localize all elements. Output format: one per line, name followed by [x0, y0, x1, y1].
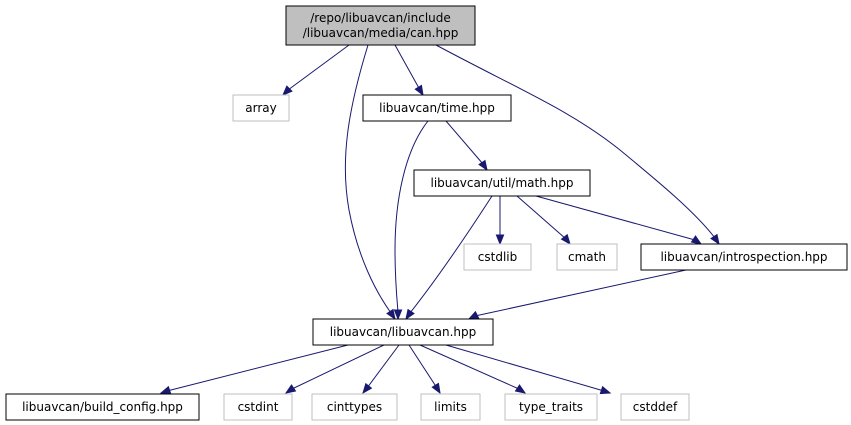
- arrowhead: [282, 85, 293, 96]
- arrowhead: [362, 382, 373, 395]
- edge-libuavcan-to-cstddef: [445, 344, 612, 395]
- node-limits: limits: [420, 393, 481, 421]
- node-cstdint: cstdint: [223, 393, 293, 421]
- node-box: [362, 94, 512, 122]
- edge-time-to-math: [445, 120, 488, 172]
- node-time[interactable]: libuavcan/time.hpp: [362, 94, 512, 122]
- edge-line: [435, 44, 716, 239]
- node-cstddef: cstddef: [620, 393, 690, 421]
- arrowhead: [284, 384, 297, 394]
- node-label: array: [245, 101, 276, 115]
- node-box: [420, 393, 481, 421]
- node-box: [311, 393, 398, 421]
- node-introspection[interactable]: libuavcan/introspection.hpp: [640, 243, 848, 271]
- edge-line: [408, 344, 438, 389]
- edge-line: [445, 344, 605, 392]
- edge-libuavcan-to-type_traits: [419, 344, 527, 394]
- nodes: /repo/libuavcan/include/libuavcan/media/…: [5, 5, 848, 421]
- node-box: [232, 94, 290, 122]
- node-label: libuavcan/time.hpp: [379, 101, 495, 115]
- node-type-traits: type_traits: [504, 393, 598, 421]
- node-box: [620, 393, 690, 421]
- edge-libuavcan-to-build_config: [159, 344, 349, 395]
- edges: [159, 44, 720, 395]
- arrowhead: [414, 84, 424, 97]
- node-box: [504, 393, 598, 421]
- edge-line: [366, 344, 400, 389]
- edge-line: [166, 344, 349, 392]
- node-label: libuavcan/introspection.hpp: [660, 250, 827, 264]
- node-can[interactable]: /repo/libuavcan/include/libuavcan/media/…: [285, 5, 476, 46]
- edge-math-to-cstdlib: [495, 196, 505, 246]
- node-box: [463, 243, 532, 271]
- edge-line: [535, 195, 696, 241]
- node-array: array: [232, 94, 290, 122]
- node-libuavcan[interactable]: libuavcan/libuavcan.hpp: [312, 318, 494, 346]
- arrowhead: [710, 233, 720, 246]
- edge-line: [394, 44, 421, 91]
- node-label: cmath: [568, 250, 606, 264]
- node-box: [223, 393, 293, 421]
- edge-line: [394, 120, 429, 313]
- node-box: [413, 169, 591, 197]
- edge-math-to-cmath: [516, 195, 571, 246]
- edge-libuavcan-to-cinttypes: [362, 344, 400, 395]
- edge-can-to-time: [394, 44, 424, 97]
- node-label: cinttypes: [327, 400, 382, 414]
- edge-line: [287, 44, 350, 91]
- edge-can-to-introspection: [435, 44, 720, 246]
- edge-line: [409, 195, 493, 314]
- node-cinttypes: cinttypes: [311, 393, 398, 421]
- arrowhead: [467, 310, 480, 320]
- edge-introspection-to-libuavcan: [467, 269, 687, 320]
- edge-can-to-array: [282, 44, 350, 96]
- edge-libuavcan-to-cstdint: [284, 344, 385, 394]
- node-label: /repo/libuavcan/include: [310, 11, 451, 25]
- edge-line: [474, 269, 687, 317]
- edge-can-to-libuavcan: [344, 44, 396, 321]
- arrowhead: [159, 385, 172, 395]
- node-box: [556, 243, 618, 271]
- node-box: [640, 243, 848, 271]
- edge-math-to-introspection: [535, 195, 703, 245]
- node-box: [285, 5, 476, 46]
- node-label: limits: [434, 400, 467, 414]
- edge-time-to-libuavcan: [393, 120, 429, 321]
- edge-line: [516, 195, 567, 240]
- node-label: libuavcan/util/math.hpp: [431, 176, 574, 190]
- node-math[interactable]: libuavcan/util/math.hpp: [413, 169, 591, 197]
- node-box: [312, 318, 494, 346]
- node-build-config[interactable]: libuavcan/build_config.hpp: [5, 393, 200, 421]
- node-label: cstddef: [633, 400, 678, 414]
- edge-libuavcan-to-limits: [408, 344, 441, 395]
- arrowhead: [560, 233, 571, 246]
- node-cstdlib: cstdlib: [463, 243, 532, 271]
- node-cmath: cmath: [556, 243, 618, 271]
- edge-line: [419, 344, 520, 390]
- node-label: cstdlib: [478, 250, 517, 264]
- arrowhead: [495, 234, 505, 246]
- edge-math-to-libuavcan: [405, 195, 493, 321]
- node-label: /libuavcan/media/can.hpp: [303, 26, 459, 40]
- edge-line: [344, 44, 392, 314]
- edge-line: [445, 120, 484, 165]
- arrowhead: [514, 384, 527, 394]
- node-label: type_traits: [519, 400, 583, 414]
- arrowhead: [599, 385, 612, 395]
- arrowhead: [690, 235, 703, 245]
- node-label: libuavcan/build_config.hpp: [22, 400, 183, 414]
- node-box: [5, 393, 200, 421]
- node-label: libuavcan/libuavcan.hpp: [330, 325, 477, 339]
- arrowhead: [386, 308, 396, 321]
- arrowhead: [478, 159, 488, 172]
- arrowhead: [393, 309, 403, 321]
- edge-line: [291, 344, 385, 390]
- node-label: cstdint: [238, 400, 279, 414]
- arrowhead: [431, 382, 441, 395]
- arrowhead: [405, 308, 415, 321]
